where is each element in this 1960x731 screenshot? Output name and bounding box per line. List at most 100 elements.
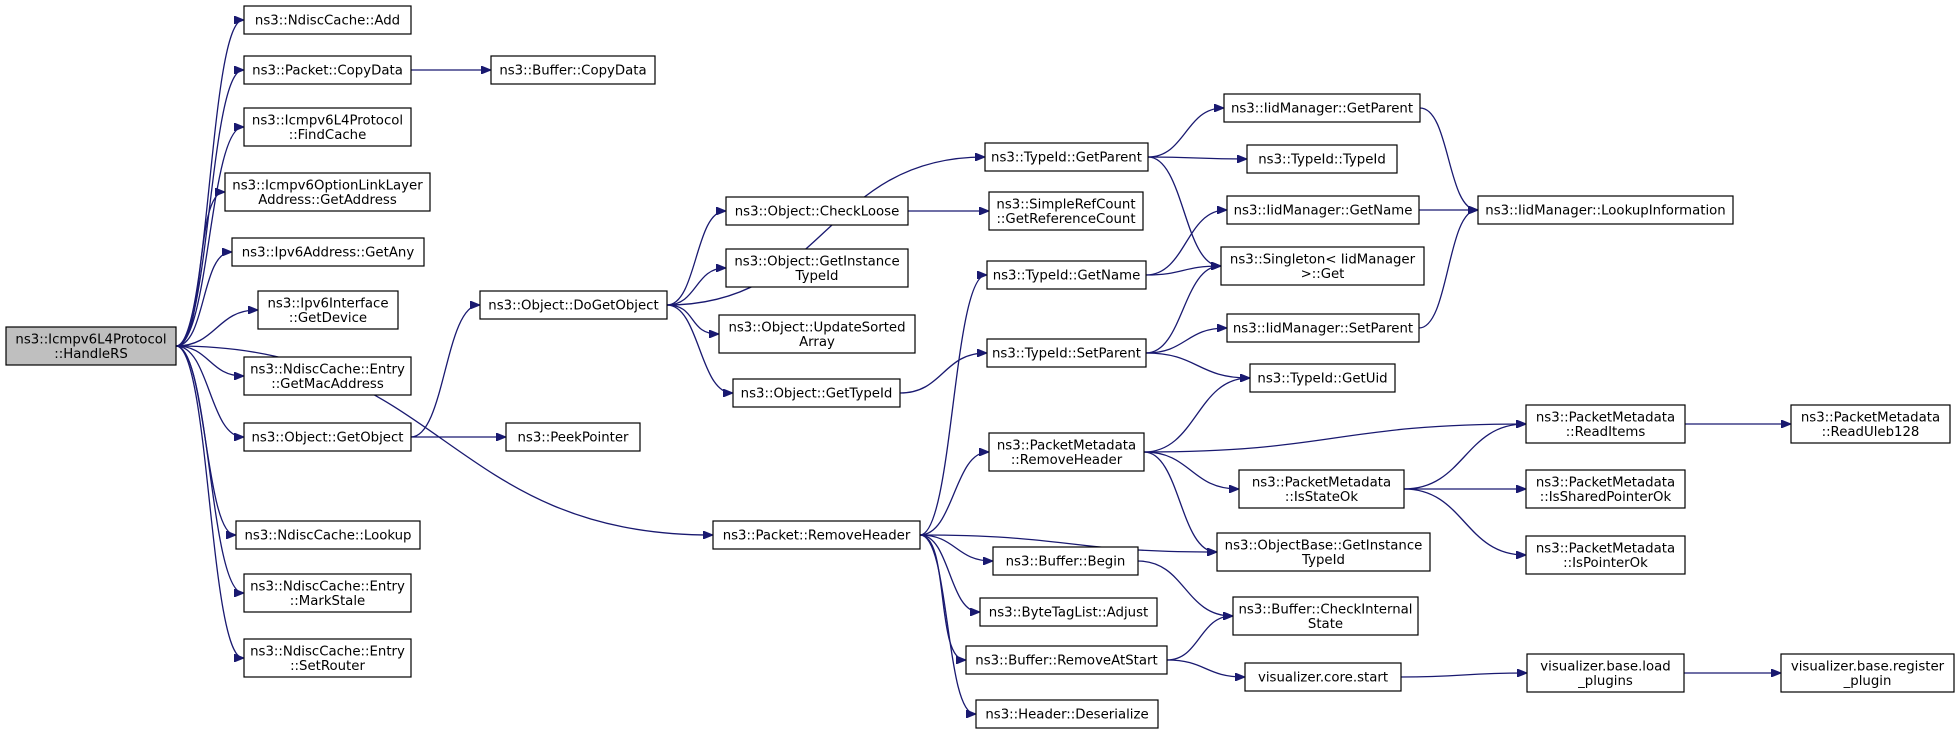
- node-tid_getparent[interactable]: ns3::TypeId::GetParent: [984, 142, 1149, 172]
- node-iid_setparent[interactable]: ns3::IidManager::SetParent: [1226, 313, 1420, 343]
- node-getany[interactable]: ns3::Ipv6Address::GetAny: [231, 237, 425, 267]
- node-iid_getparent[interactable]: ns3::IidManager::GetParent: [1223, 93, 1421, 123]
- edge-pkt_removeheader-to-tid_getname: [919, 275, 986, 536]
- node-peek[interactable]: ns3::PeekPointer: [505, 422, 641, 452]
- node-btl_adjust[interactable]: ns3::ByteTagList::Adjust: [979, 597, 1158, 627]
- node-pm_removeheader[interactable]: ns3::PacketMetadata::RemoveHeader: [988, 432, 1145, 472]
- node-pm_issharedptrok[interactable]: ns3::PacketMetadata::IsSharedPointerOk: [1525, 469, 1686, 509]
- node-viz_base_load[interactable]: visualizer.base.load_plugins: [1526, 653, 1685, 693]
- node-pm_ispointerok[interactable]: ns3::PacketMetadata::IsPointerOk: [1525, 535, 1686, 575]
- node-iid_getname[interactable]: ns3::IidManager::GetName: [1226, 195, 1420, 225]
- node-pm_readitems[interactable]: ns3::PacketMetadata::ReadItems: [1525, 404, 1686, 444]
- node-box: [988, 191, 1144, 231]
- node-label: ns3::Buffer::RemoveAtStart: [975, 654, 1157, 669]
- edge-root-to-getmac: [175, 345, 243, 376]
- node-setrouter[interactable]: ns3::NdiscCache::Entry::SetRouter: [243, 638, 412, 678]
- node-box: [243, 55, 412, 85]
- node-label: TypeId: [1301, 553, 1345, 568]
- node-buf_removeatstart[interactable]: ns3::Buffer::RemoveAtStart: [965, 645, 1168, 675]
- node-simplerefcount[interactable]: ns3::SimpleRefCount::GetReferenceCount: [988, 191, 1144, 231]
- node-markstale[interactable]: ns3::NdiscCache::Entry::MarkStale: [243, 573, 412, 613]
- node-box: [992, 546, 1139, 576]
- edge-pkt_removeheader-to-buf_begin: [919, 534, 992, 561]
- node-label: ns3::Object::GetInstance: [734, 254, 899, 269]
- node-label: ns3::TypeId::GetName: [993, 269, 1141, 284]
- node-root[interactable]: ns3::Icmpv6L4Protocol::HandleRS: [5, 326, 177, 366]
- node-optlink[interactable]: ns3::Icmpv6OptionLinkLayerAddress::GetAd…: [224, 172, 431, 212]
- node-pkt_copy[interactable]: ns3::Packet::CopyData: [243, 55, 412, 85]
- node-box: [1216, 532, 1431, 572]
- node-box: [979, 597, 1158, 627]
- edge-tid_setparent-to-iid_setparent: [1145, 328, 1226, 354]
- node-label: ns3::NdiscCache::Add: [255, 14, 400, 29]
- node-pkt_removeheader[interactable]: ns3::Packet::RemoveHeader: [712, 520, 921, 550]
- node-label: ns3::Object::UpdateSorted: [728, 320, 905, 335]
- node-label: ::IsStateOk: [1285, 490, 1358, 505]
- node-box: [984, 142, 1149, 172]
- node-label: ns3::Header::Deserialize: [985, 708, 1148, 723]
- edge-pkt_removeheader-to-hdr_deserialize: [919, 534, 975, 714]
- node-dogetobject[interactable]: ns3::Object::DoGetObject: [479, 290, 668, 320]
- edge-pm_removeheader-to-tid_getuid: [1143, 378, 1249, 453]
- nodes-layer: ns3::Icmpv6L4Protocol::HandleRSns3::Ndis…: [5, 5, 1955, 729]
- edge-buf_removeatstart-to-buf_checkinternal: [1166, 616, 1232, 661]
- node-label: ::GetReferenceCount: [996, 212, 1135, 227]
- node-label: State: [1308, 617, 1343, 632]
- node-label: TypeId: [795, 269, 839, 284]
- node-label: ::ReadItems: [1566, 425, 1646, 440]
- node-label: ns3::ObjectBase::GetInstance: [1225, 538, 1423, 553]
- node-label: ns3::Object::CheckLoose: [735, 205, 900, 220]
- node-box: [986, 338, 1147, 368]
- node-box: [1790, 404, 1951, 444]
- node-label: ::FindCache: [289, 128, 367, 143]
- node-getmac[interactable]: ns3::NdiscCache::Entry::GetMacAddress: [243, 356, 412, 396]
- node-tid_getname[interactable]: ns3::TypeId::GetName: [986, 260, 1147, 290]
- node-gettypeid[interactable]: ns3::Object::GetTypeId: [732, 378, 901, 408]
- node-findcache[interactable]: ns3::Icmpv6L4Protocol::FindCache: [243, 107, 412, 147]
- node-viz_core_start[interactable]: visualizer.core.start: [1244, 662, 1402, 692]
- edge-gettypeid-to-tid_setparent: [899, 353, 986, 394]
- node-buf_begin[interactable]: ns3::Buffer::Begin: [992, 546, 1139, 576]
- node-label: Array: [799, 335, 835, 350]
- node-box: [986, 260, 1147, 290]
- node-label: _plugin: [1843, 674, 1892, 689]
- node-label: ns3::Packet::RemoveHeader: [723, 529, 911, 544]
- node-singleton[interactable]: ns3::Singleton< IidManager>::Get: [1220, 246, 1425, 286]
- node-label: ::GetDevice: [289, 311, 367, 326]
- node-tid_typeid[interactable]: ns3::TypeId::TypeId: [1246, 144, 1398, 174]
- edge-pm_removeheader-to-pm_readitems: [1143, 424, 1525, 453]
- node-tid_getuid[interactable]: ns3::TypeId::GetUid: [1249, 363, 1396, 393]
- node-label: ns3::NdiscCache::Entry: [250, 362, 405, 377]
- edge-iid_setparent-to-iid_lookupinfo: [1418, 210, 1477, 329]
- node-nd_add[interactable]: ns3::NdiscCache::Add: [243, 5, 412, 35]
- node-box: [1238, 469, 1405, 509]
- node-ipv6if[interactable]: ns3::Ipv6Interface::GetDevice: [257, 290, 399, 330]
- node-label: ns3::Object::GetObject: [251, 431, 403, 446]
- node-label: ns3::IidManager::GetName: [1234, 204, 1413, 219]
- edge-dogetobject-to-getinsttypeid: [666, 268, 725, 306]
- node-checkloose[interactable]: ns3::Object::CheckLoose: [725, 196, 909, 226]
- node-label: ns3::NdiscCache::Lookup: [244, 529, 411, 544]
- edge-buf_begin-to-buf_checkinternal: [1137, 560, 1232, 616]
- node-pm_isstateok[interactable]: ns3::PacketMetadata::IsStateOk: [1238, 469, 1405, 509]
- node-buf_copy[interactable]: ns3::Buffer::CopyData: [490, 55, 656, 85]
- node-box: [231, 237, 425, 267]
- node-pm_readuleb[interactable]: ns3::PacketMetadata::ReadUleb128: [1790, 404, 1951, 444]
- node-label: ::GetMacAddress: [271, 377, 384, 392]
- node-tid_setparent[interactable]: ns3::TypeId::SetParent: [986, 338, 1147, 368]
- node-hdr_deserialize[interactable]: ns3::Header::Deserialize: [975, 699, 1159, 729]
- node-getobject[interactable]: ns3::Object::GetObject: [243, 422, 412, 452]
- node-iid_lookupinfo[interactable]: ns3::IidManager::LookupInformation: [1477, 195, 1734, 225]
- edge-pm_isstateok-to-pm_ispointerok: [1403, 488, 1525, 555]
- node-label: ::SetRouter: [290, 659, 365, 674]
- node-viz_base_register[interactable]: visualizer.base.register_plugin: [1780, 653, 1955, 693]
- edge-root-to-getany: [175, 252, 231, 347]
- node-box: [1525, 535, 1686, 575]
- edge-buf_removeatstart-to-viz_core_start: [1166, 659, 1244, 677]
- node-label: ::HandleRS: [54, 347, 128, 362]
- node-lookup[interactable]: ns3::NdiscCache::Lookup: [235, 520, 421, 550]
